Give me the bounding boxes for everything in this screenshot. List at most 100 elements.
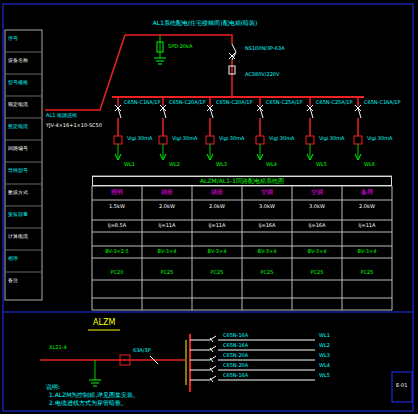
schematic-label: Ij=11A <box>358 223 377 228</box>
schematic-label: 相序 <box>7 256 19 261</box>
schematic-label: 敷设方式 <box>7 190 29 195</box>
schematic-label: Vigi 30mA <box>126 136 154 141</box>
wire <box>118 144 119 158</box>
wire <box>162 97 164 106</box>
schematic-label: PC25 <box>360 270 375 275</box>
schematic-label: 2.0kW <box>158 204 176 209</box>
schematic-label: 空调 <box>260 189 274 195</box>
wire <box>192 186 193 310</box>
schematic-label: BV-3×4 <box>307 249 328 254</box>
wire <box>5 74 42 75</box>
wire <box>310 108 313 118</box>
frame <box>3 4 413 411</box>
frame <box>354 136 362 144</box>
wire <box>45 35 125 110</box>
schematic-label: C65N-C25A/1P <box>265 100 304 105</box>
schematic-label: 63A/3P <box>132 348 152 353</box>
schematic-label: WL3 <box>318 353 331 358</box>
schematic-label: 1.5kW <box>108 204 126 209</box>
wire <box>3 312 413 313</box>
schematic-label: Vigi 30mA <box>366 136 394 141</box>
drawing-title: AL1系统配电(住宅楼梯间)配电箱(暗装) <box>152 20 259 26</box>
schematic-label: 备注 <box>7 278 19 283</box>
wire <box>154 58 166 59</box>
schematic-label: PC25 <box>260 270 275 275</box>
schematic-label: 插座 <box>160 189 174 195</box>
wire <box>5 140 42 141</box>
schematic-label: Ij=11A <box>158 223 177 228</box>
schematic-label: PC25 <box>310 270 325 275</box>
schematic-label: 安装容量 <box>7 212 29 217</box>
schematic-label: WL4 <box>318 363 331 368</box>
schematic-label: 2.0kW <box>208 204 226 209</box>
schematic-label: 额定电流 <box>7 102 29 107</box>
wire <box>150 356 158 364</box>
wire <box>210 338 213 342</box>
wire <box>5 162 42 163</box>
schematic-label: WL1 <box>123 162 136 167</box>
schematic-label: 2.电缆进线方式为穿管暗敷。 <box>48 400 128 406</box>
schematic-label: C65N-C16A/1P <box>363 100 402 105</box>
schematic-label: 设备名称 <box>7 58 29 63</box>
schematic-label: WL2 <box>318 343 331 348</box>
wire <box>218 350 315 351</box>
wire <box>88 330 120 331</box>
wire <box>89 380 101 381</box>
wire <box>160 154 166 160</box>
wire <box>189 334 191 392</box>
wire <box>163 144 164 158</box>
wire <box>125 35 232 44</box>
wire <box>307 154 313 160</box>
schematic-label: BV-3×4 <box>157 249 178 254</box>
schematic-label: C65N-16A <box>222 343 249 348</box>
schematic-label: 导线型号 <box>7 168 29 173</box>
wire <box>209 118 211 136</box>
wire <box>357 118 359 136</box>
wire <box>358 108 361 118</box>
wire <box>232 44 236 52</box>
schematic-label: PC25 <box>210 270 225 275</box>
schematic-label: C65N-16A <box>222 373 249 378</box>
wire <box>210 144 211 158</box>
wire <box>118 108 121 118</box>
schematic-label: 整定电流 <box>7 124 29 129</box>
wire <box>309 118 311 136</box>
wire <box>232 52 236 60</box>
wire <box>257 154 263 160</box>
wire <box>117 118 119 136</box>
table-header-band: ALZM/AL1-1回路配电箱系统图 <box>92 176 392 186</box>
wire <box>40 359 185 361</box>
wire <box>163 108 166 118</box>
wire <box>242 186 243 310</box>
schematic-label: 3.0kW <box>258 204 276 209</box>
schematic-label: Vigi 30mA <box>268 136 296 141</box>
wire <box>158 64 162 65</box>
wire <box>218 370 315 371</box>
schematic-label: 说明: <box>45 384 61 390</box>
schematic-label: Ij=16A <box>258 223 277 228</box>
wire <box>218 360 315 361</box>
schematic-label: 计算电流 <box>7 234 29 239</box>
schematic-label: 3.0kW <box>308 204 326 209</box>
wire <box>160 35 161 58</box>
schematic-label: YJV-4×16+1×10-SC50 <box>45 123 103 128</box>
wire <box>259 97 261 106</box>
wire <box>229 53 235 59</box>
band-heading: ALZM/AL1-1回路配电箱系统图 <box>200 178 284 184</box>
schematic-label: WL4 <box>265 162 278 167</box>
frame <box>229 66 235 74</box>
schematic-label: C65N-16A <box>222 333 249 338</box>
wire <box>357 97 359 106</box>
wire <box>5 250 42 251</box>
frame <box>157 42 163 52</box>
wire <box>259 118 261 136</box>
schematic-label: 1.ALZM为控制箱,详见图集安装。 <box>48 392 140 398</box>
schematic-label: 回路编号 <box>7 146 29 151</box>
schematic-label: 序号 <box>7 36 19 41</box>
wire <box>355 154 361 160</box>
schematic-label: NS100N/3P-63A <box>244 46 286 51</box>
schematic-label: Vigi 30mA <box>171 136 199 141</box>
wire <box>342 186 343 310</box>
schematic-label: 插座 <box>210 189 224 195</box>
schematic-label: WL5 <box>318 373 331 378</box>
